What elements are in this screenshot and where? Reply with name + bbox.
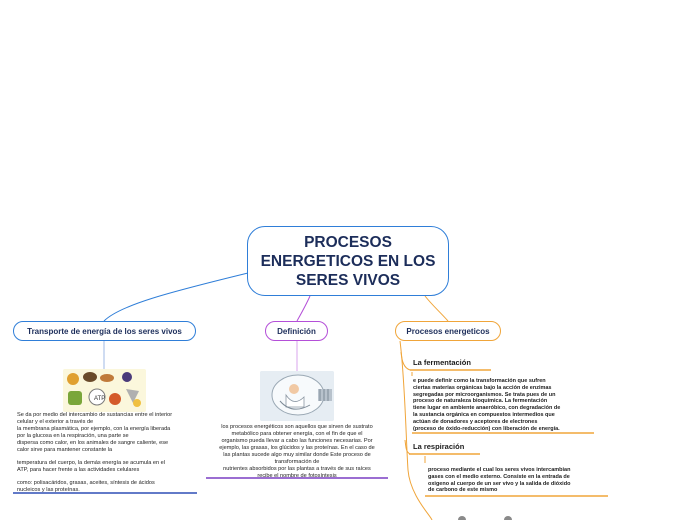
fermentacion-line: proceso de naturaleza bioquímica. La fer… [413, 398, 548, 405]
link-procesos-fermentacion [400, 351, 411, 371]
fermentacion-line: tiene lugar en ambiente anaeróbico, con … [413, 405, 561, 412]
definicion-description: los procesos energéticos son aquellos qu… [208, 424, 386, 480]
transporte-line: calor sirve para mantener constante la [17, 447, 113, 453]
subtopic-respiracion[interactable]: La respiración [413, 442, 465, 451]
lightbulb-scientist-image [260, 371, 334, 421]
person-image-partial [497, 511, 519, 520]
respiracion-line: proceso mediante el cual los seres vivos… [428, 467, 571, 473]
fermentacion-description: e puede definir como la transformación q… [413, 378, 598, 432]
fermentacion-line: ciertas materias orgánicas bajo la acció… [413, 384, 552, 391]
link-central-transporte [103, 272, 249, 322]
respiracion-line: de carbono de este mismo [428, 487, 498, 494]
topic-transporte[interactable]: Transporte de energía de los seres vivos [13, 321, 196, 341]
definicion-line: organismo pueda llevar a cabo las funcio… [221, 438, 373, 444]
central-topic[interactable]: PROCESOS ENERGETICOS EN LOS SERES VIVOS [247, 226, 449, 296]
transporte-line: celular y el exterior a través de [17, 419, 94, 425]
fermentacion-line: (proceso de óxido-reducción) con liberac… [413, 425, 560, 432]
subtopic-fermentacion[interactable]: La fermentación [413, 358, 471, 367]
definicion-line: transformación de [274, 459, 320, 465]
definicion-line: las plantas sucede algo muy similar dond… [223, 452, 371, 458]
topic-procesos-label: Procesos energeticos [406, 326, 490, 336]
fermentacion-line: la sustancia orgánica en compuestos inte… [413, 411, 555, 418]
transporte-line: ATP, para hacer frente a las actividades… [17, 467, 140, 473]
topic-definicion-label: Definición [277, 326, 316, 336]
topic-definicion[interactable]: Definición [265, 321, 328, 341]
link-central-procesos [424, 295, 449, 322]
fermentacion-line: actúan de donadores y aceptores de elect… [413, 418, 538, 425]
transporte-line: temperatura del cuerpo, la demás energía… [17, 460, 166, 466]
fermentacion-line: e puede definir como la transformación q… [413, 378, 546, 384]
definicion-line: metabólico para obtener energía, con el … [231, 431, 363, 437]
definicion-line: nutrientes absorbidos por las plantas a … [223, 466, 371, 472]
transporte-line: dispersa como calor, en los animales de … [17, 440, 169, 446]
transporte-line: por la glucosa en la respiración, una pa… [17, 433, 129, 439]
central-topic-title: PROCESOS ENERGETICOS EN LOS SERES VIVOS [260, 233, 436, 289]
person-image-partial [451, 511, 473, 520]
definicion-line: los procesos energéticos son aquellos qu… [221, 424, 373, 430]
fermentacion-line: segregadas por microorganismos. Se trata… [413, 391, 556, 398]
respiracion-description: proceso mediante el cual los seres vivos… [428, 467, 608, 494]
respiracion-line: oxigeno al cuerpo de un ser vivo y la sa… [428, 480, 571, 487]
topic-transporte-label: Transporte de energía de los seres vivos [27, 326, 182, 336]
transporte-description: Se da por medio del intercambio de susta… [17, 412, 195, 494]
link-procesos-respiracion [404, 439, 411, 455]
transporte-line: Se da por medio del intercambio de susta… [17, 412, 173, 418]
link-central-definicion [296, 295, 311, 322]
link-procesos-trunk [399, 340, 433, 520]
energy-collage-image: ATP [63, 369, 146, 412]
respiracion-line: gases con el medio externo. Consiste en … [428, 473, 570, 480]
topic-procesos-energeticos[interactable]: Procesos energeticos [395, 321, 501, 341]
transporte-line: como: polisacáridos, grasas, aceites, sí… [17, 480, 155, 486]
transporte-line: la membrana plasmática, por ejemplo, con… [17, 426, 171, 432]
transporte-line: nucleicos y las proteínas. [17, 487, 80, 493]
svg-text:ATP: ATP [94, 396, 105, 402]
definicion-line: recibe el nombre de fotosíntesis [257, 473, 337, 479]
definicion-line: ejemplo, las grasas, los glúcidos y las … [219, 445, 375, 451]
